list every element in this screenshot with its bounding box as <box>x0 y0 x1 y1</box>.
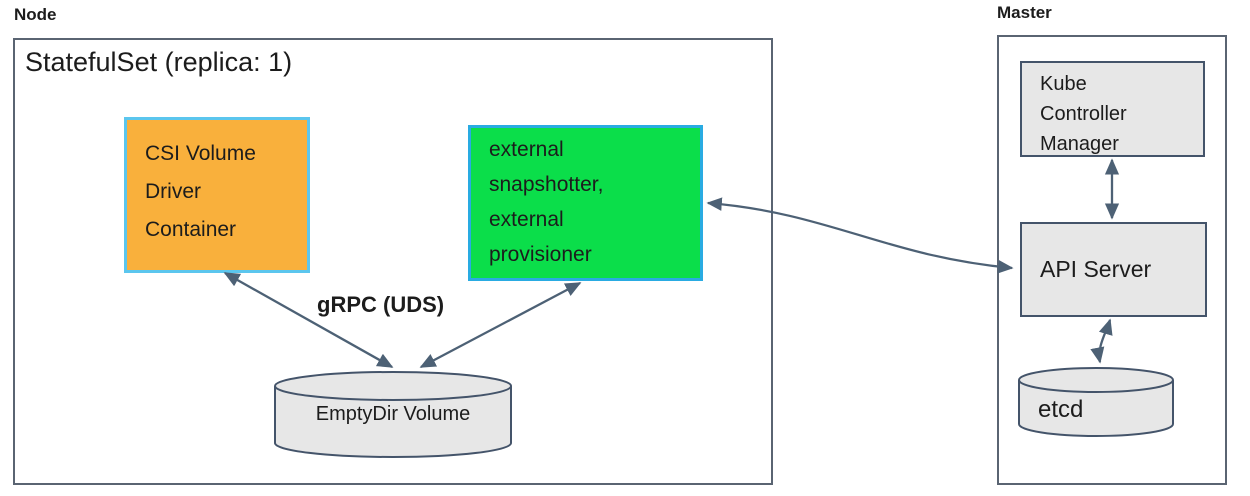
grpc-uds-label: gRPC (UDS) <box>317 292 445 317</box>
csi-volume-driver-container-box: CSI Volume Driver Container <box>124 117 310 273</box>
kube-controller-manager-box: Kube Controller Manager <box>1020 61 1205 157</box>
csi-box-line: Driver <box>145 180 201 203</box>
emptydir-volume-label: EmptyDir Volume <box>315 403 471 425</box>
etcd-label: etcd <box>1038 396 1084 423</box>
csi-box-line: CSI Volume <box>145 142 256 165</box>
statefulset-title: StatefulSet (replica: 1) <box>25 47 293 77</box>
kcm-box-line: Manager <box>1040 133 1119 155</box>
sidecar-box-line: provisioner <box>489 243 592 266</box>
external-sidecars-box: external snapshotter, external provision… <box>468 125 703 281</box>
api-server-label: API Server <box>1040 256 1152 282</box>
sidecar-box-line: snapshotter, <box>489 173 604 196</box>
node-label: Node <box>14 5 57 24</box>
sidecar-box-line: external <box>489 138 564 161</box>
kcm-box-line: Kube <box>1040 73 1087 95</box>
sidecar-box-line: external <box>489 208 564 231</box>
master-label: Master <box>997 3 1052 22</box>
csi-box-line: Container <box>145 218 237 241</box>
kcm-box-line: Controller <box>1040 103 1127 125</box>
api-server-box: API Server <box>1020 222 1207 317</box>
